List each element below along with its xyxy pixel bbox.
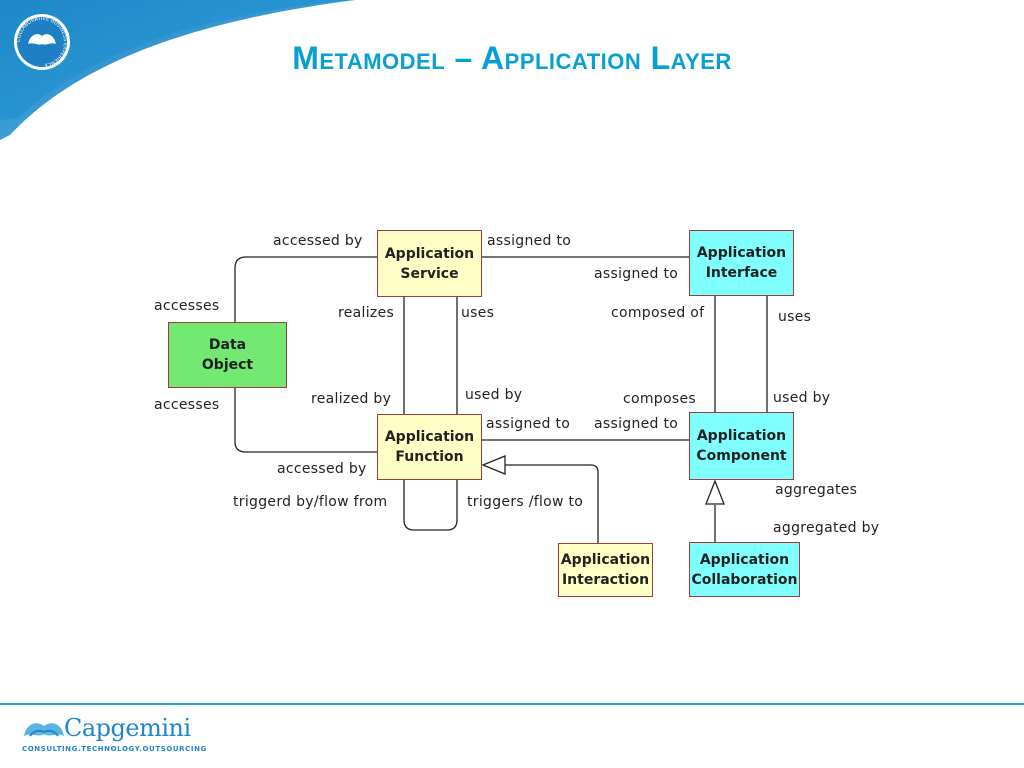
label-used-by-left: used by [465,387,523,403]
label-triggers: triggers /flow to [467,494,584,510]
footer-divider [0,703,1024,705]
node-application-component: Application Component [689,412,794,480]
node-application-interaction: Application Interaction [558,543,653,597]
node-application-service: Application Service [377,230,482,297]
capgemini-logo: Capgemini CONSULTING.TECHNOLOGY.OUTSOURC… [22,712,206,756]
label-composes: composes [623,391,696,407]
page-title: Metamodel – Application Layer [292,40,732,76]
node-application-interface: Application Interface [689,230,794,296]
corner-decoration: COLLABORATIVE BUSINESS EXPERIENCE [0,0,355,140]
badge-icon: COLLABORATIVE BUSINESS EXPERIENCE [14,14,70,70]
label-composed-of: composed of [611,305,705,321]
label-aggregated-by: aggregated by [773,520,880,536]
label-assigned-to-interface: assigned to [594,266,679,282]
label-assigned-to-component: assigned to [594,416,679,432]
label-realizes: realizes [338,305,395,321]
spades-logo-icon [24,723,64,737]
label-accessed-by-bottom: accessed by [277,461,367,477]
label-used-by-right: used by [773,390,831,406]
node-application-collaboration: Application Collaboration [689,542,800,597]
generalization-arrow-function [481,455,506,475]
brand-tagline: CONSULTING.TECHNOLOGY.OUTSOURCING [22,745,207,753]
label-triggered-by: triggerd by/flow from [233,494,388,510]
label-accessed-by-top: accessed by [273,233,363,249]
connector-function-selfloop [403,480,458,531]
label-uses-right: uses [778,309,812,325]
label-realized-by: realized by [311,391,392,407]
label-accesses-bottom: accesses [154,397,220,413]
generalization-arrow-component [705,479,725,505]
node-data-object: Data Object [168,322,287,388]
connector-dataobject-service [234,256,378,323]
brand-name: Capgemini [64,714,191,742]
label-aggregates: aggregates [775,482,858,498]
node-application-function: Application Function [377,414,482,480]
connector-dataobject-function [234,387,378,453]
label-accesses-top: accesses [154,298,220,314]
connector-interaction-function [505,464,599,544]
label-assigned-to-function: assigned to [486,416,571,432]
label-assigned-to-service: assigned to [487,233,572,249]
label-uses-left: uses [461,305,495,321]
